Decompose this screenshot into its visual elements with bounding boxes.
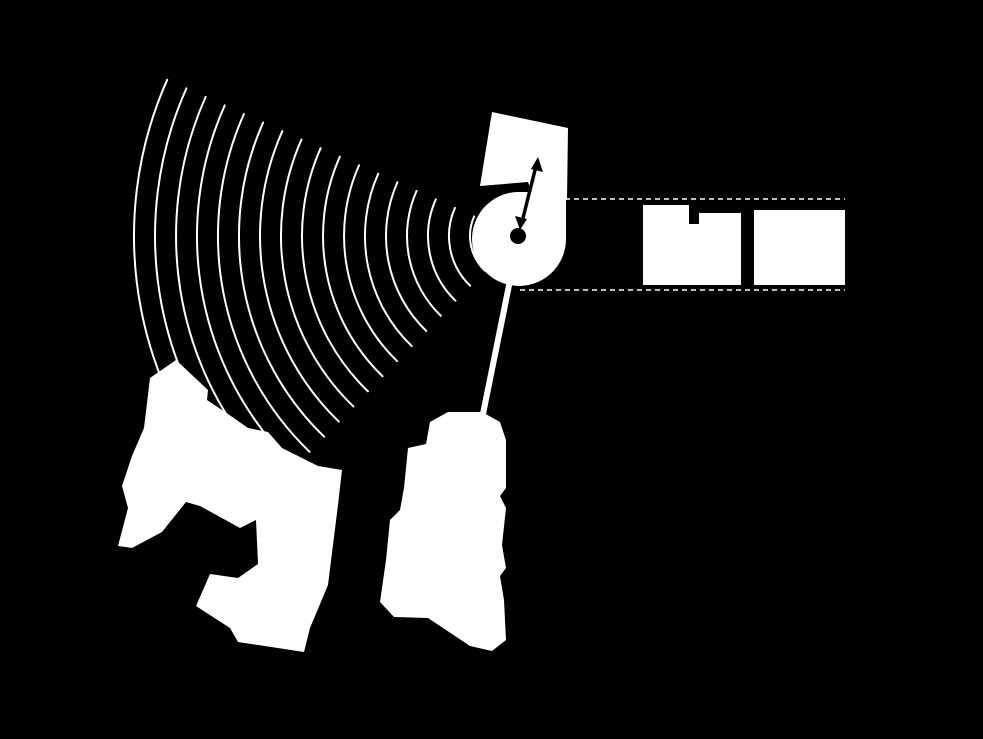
view-arc: [364, 172, 413, 348]
axis-arrow-head-south: [515, 216, 527, 230]
view-arc: [279, 138, 355, 408]
building-east-right: [754, 210, 845, 285]
view-arc: [322, 155, 384, 378]
axis-arrow-head-north: [531, 157, 543, 172]
building-south-elongated: [380, 412, 506, 651]
view-arcs: [132, 78, 486, 514]
view-arc: [384, 181, 428, 332]
view-arc: [301, 147, 369, 393]
view-arc: [216, 112, 311, 453]
view-arc: [427, 198, 457, 302]
building-east-left: [643, 205, 741, 285]
view-arc: [343, 164, 399, 363]
view-arc: [196, 104, 297, 468]
building-north-block: [480, 112, 568, 200]
view-arc: [238, 121, 326, 438]
axis-line: [480, 235, 522, 415]
view-arc: [406, 189, 442, 317]
view-arc: [448, 206, 472, 287]
axis-arrow-shaft: [520, 165, 538, 223]
pivot-point: [510, 228, 526, 244]
building-southwest-complex: [118, 360, 342, 652]
view-arc: [259, 130, 340, 423]
